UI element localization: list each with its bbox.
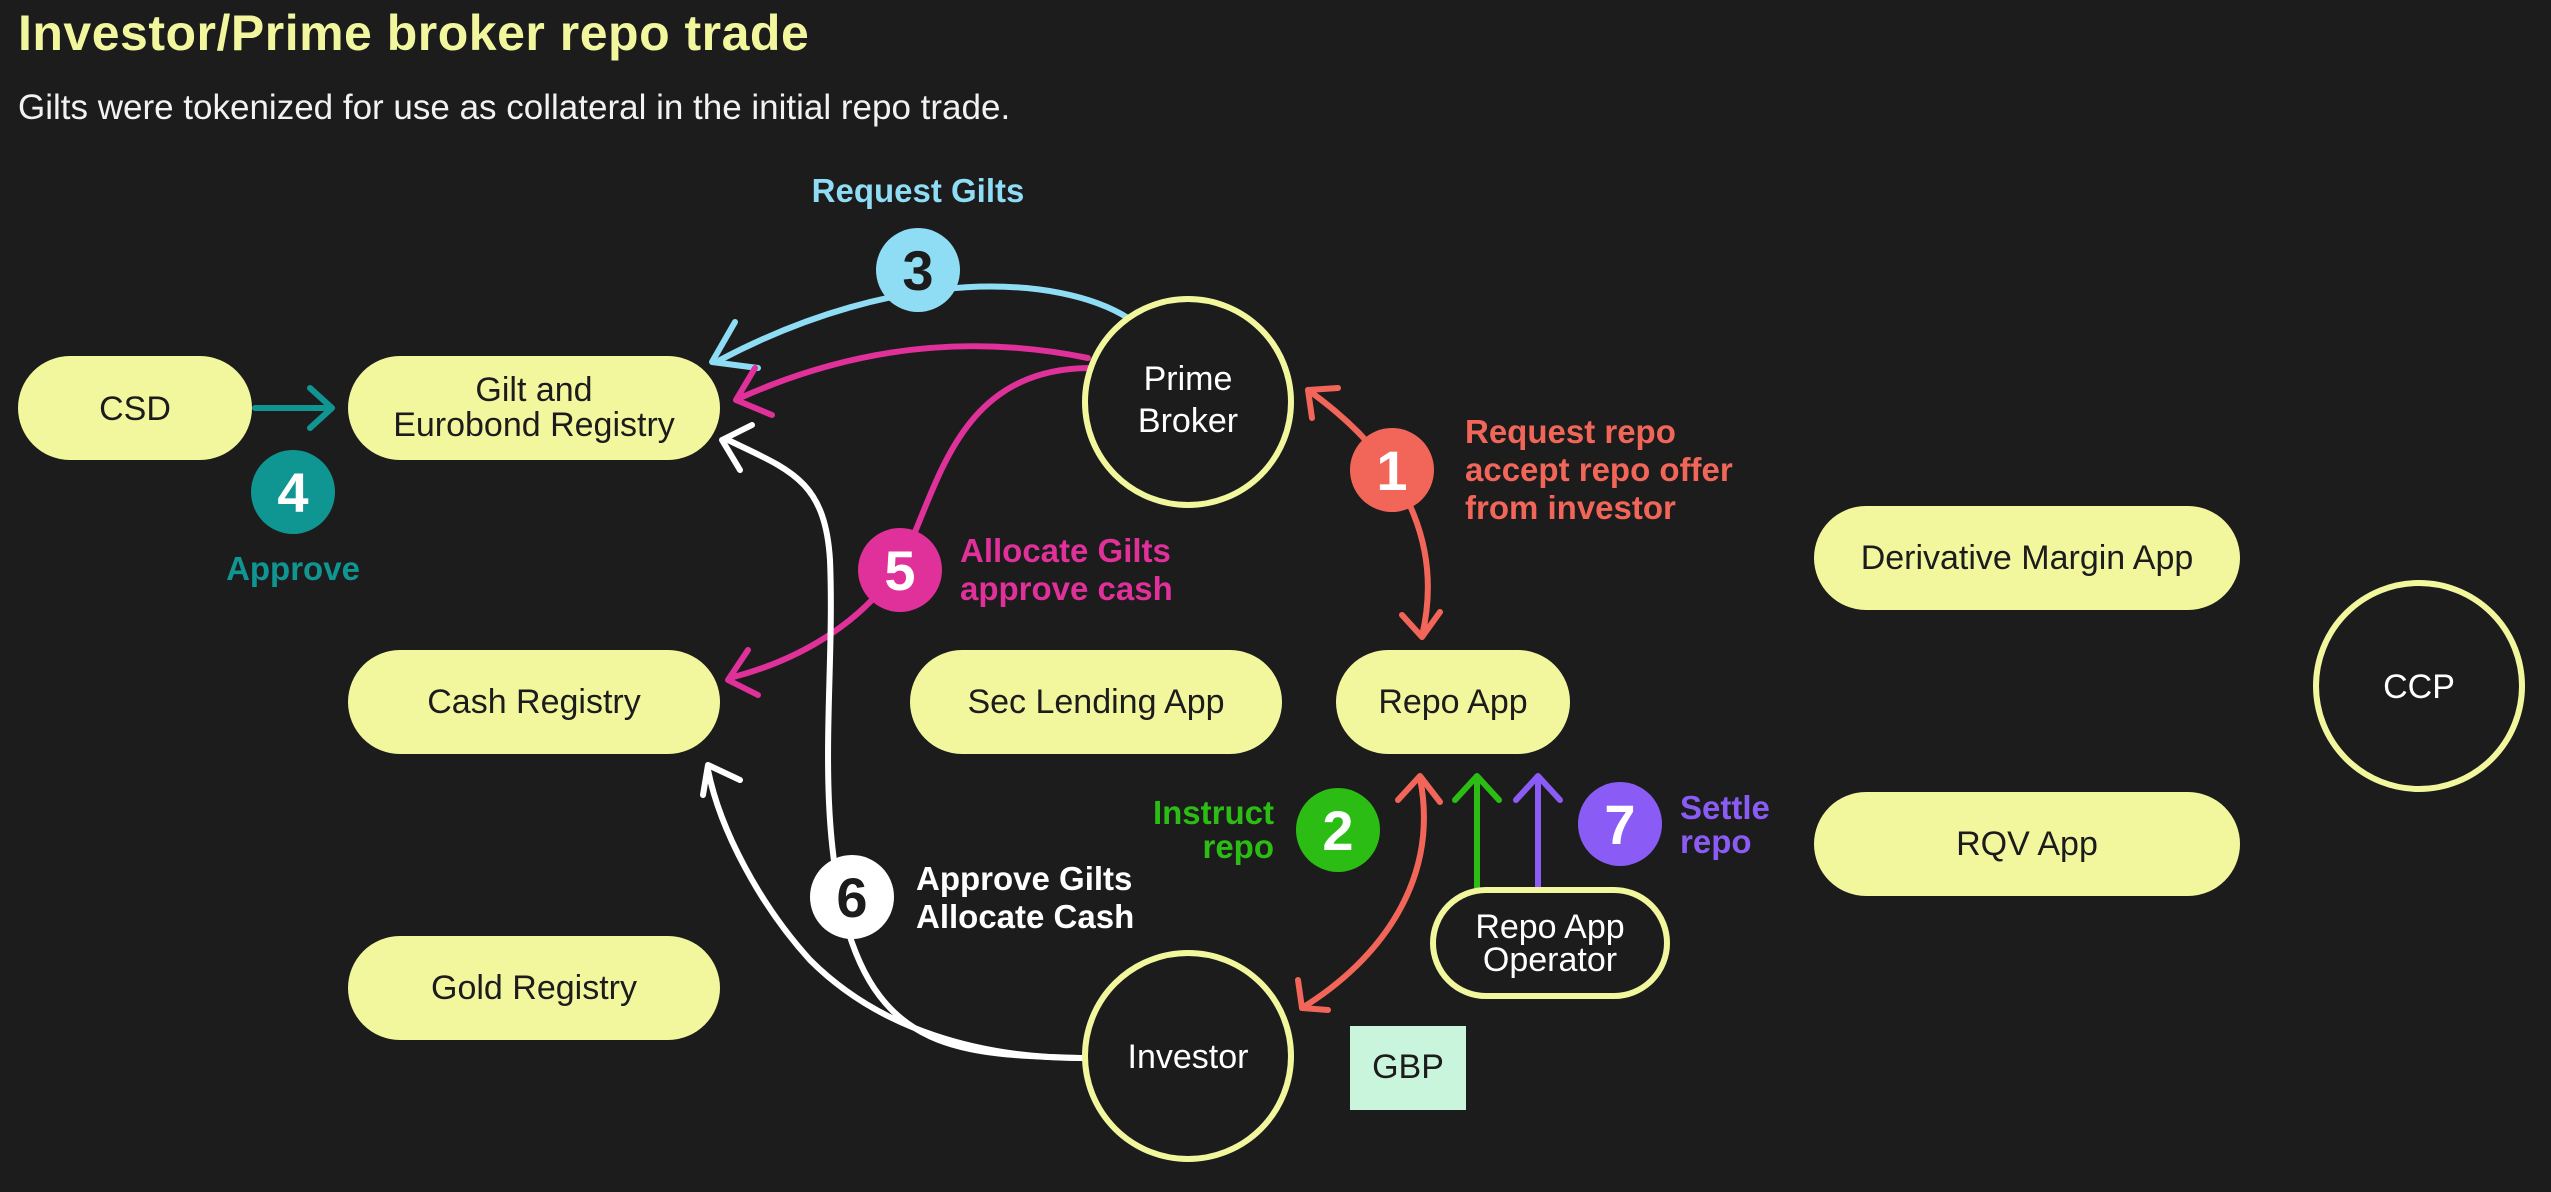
svg-text:Gold Registry: Gold Registry xyxy=(431,969,637,1007)
node-cash-registry[interactable]: Cash Registry xyxy=(348,650,720,754)
node-ccp[interactable]: CCP xyxy=(2313,580,2525,792)
step-7-badge: 7 xyxy=(1578,782,1662,866)
svg-text:Request repo: Request repo xyxy=(1465,413,1676,450)
arrowhead-approve-gilts xyxy=(719,422,755,473)
svg-text:4: 4 xyxy=(277,461,308,524)
step-2-badge: 2 xyxy=(1296,788,1380,872)
arrowhead-investor-repo-top xyxy=(1395,773,1443,805)
svg-text:1: 1 xyxy=(1376,439,1407,502)
step-1-label: Request repo accept repo offer from inve… xyxy=(1465,413,1733,526)
svg-text:Prime: Prime xyxy=(1144,360,1233,398)
svg-text:Eurobond Registry: Eurobond Registry xyxy=(393,406,675,444)
svg-text:Repo App: Repo App xyxy=(1378,683,1527,721)
svg-text:repo: repo xyxy=(1202,828,1274,865)
arrow-allocate-cash xyxy=(705,767,1085,1061)
step-3-label: Request Gilts xyxy=(812,172,1025,209)
svg-text:CCP: CCP xyxy=(2383,668,2455,706)
arrowhead-instruct-repo xyxy=(1452,773,1502,803)
svg-text:Derivative Margin App: Derivative Margin App xyxy=(1861,539,2194,577)
svg-text:Allocate Gilts: Allocate Gilts xyxy=(960,532,1171,569)
svg-text:Approve Gilts: Approve Gilts xyxy=(916,860,1132,897)
step-1-badge: 1 xyxy=(1350,428,1434,512)
arrow-approve-cash xyxy=(727,365,1091,681)
svg-text:Sec Lending App: Sec Lending App xyxy=(967,683,1224,721)
step-2-label: Instruct repo xyxy=(1153,794,1274,865)
svg-text:5: 5 xyxy=(884,539,915,602)
arrowhead-settle-repo xyxy=(1513,773,1563,803)
node-repo-app-operator[interactable]: Repo App Operator xyxy=(1430,887,1670,999)
node-repo-app[interactable]: Repo App xyxy=(1336,650,1570,754)
arrow-request-repo xyxy=(1305,387,1431,639)
step-5-label: Allocate Gilts approve cash xyxy=(960,532,1173,607)
arrowhead-approve-cash xyxy=(725,647,761,698)
node-gold-registry[interactable]: Gold Registry xyxy=(348,936,720,1040)
node-sec-lending-app[interactable]: Sec Lending App xyxy=(910,650,1282,754)
svg-text:from investor: from investor xyxy=(1465,489,1676,526)
node-prime-broker[interactable]: Prime Broker xyxy=(1082,296,1294,508)
step-6-badge: 6 xyxy=(810,855,894,939)
svg-text:Request Gilts: Request Gilts xyxy=(812,172,1025,209)
node-derivative-margin-app[interactable]: Derivative Margin App xyxy=(1814,506,2240,610)
arrowhead-allocate-cash xyxy=(700,762,743,798)
svg-text:Approve: Approve xyxy=(226,550,360,587)
svg-text:Cash Registry: Cash Registry xyxy=(427,683,641,721)
step-6-label: Approve Gilts Allocate Cash xyxy=(916,860,1134,935)
svg-text:Allocate Cash: Allocate Cash xyxy=(916,898,1134,935)
step-4-label: Approve xyxy=(226,550,360,587)
svg-text:repo: repo xyxy=(1680,823,1752,860)
arrowhead-allocate-gilts xyxy=(733,365,775,418)
svg-text:6: 6 xyxy=(836,866,867,929)
step-7-label: Settle repo xyxy=(1680,789,1770,860)
arrow-request-gilts xyxy=(717,283,1131,363)
svg-text:Investor: Investor xyxy=(1128,1038,1249,1076)
svg-text:Repo App: Repo App xyxy=(1475,908,1624,946)
step-3-badge: 3 xyxy=(876,228,960,312)
arrow-investor-repo xyxy=(1299,775,1427,1011)
arrowhead-investor-repo-bottom xyxy=(1295,977,1331,1013)
arrowhead-request-gilts xyxy=(709,319,761,371)
svg-text:Settle: Settle xyxy=(1680,789,1770,826)
node-csd[interactable]: CSD xyxy=(18,356,252,460)
svg-text:accept repo offer: accept repo offer xyxy=(1465,451,1733,488)
svg-text:3: 3 xyxy=(902,239,933,302)
arrowhead-request-repo-bottom xyxy=(1399,609,1443,640)
svg-text:Instruct: Instruct xyxy=(1153,794,1274,831)
page-subtitle: Gilts were tokenized for use as collater… xyxy=(18,88,1011,127)
svg-text:Broker: Broker xyxy=(1138,402,1238,440)
svg-text:Gilt and: Gilt and xyxy=(475,371,592,409)
svg-text:GBP: GBP xyxy=(1372,1048,1444,1086)
step-4-badge: 4 xyxy=(251,450,335,534)
node-investor[interactable]: Investor xyxy=(1082,950,1294,1162)
arrowhead-approve xyxy=(307,385,335,431)
arrowhead-request-repo-top xyxy=(1305,385,1341,421)
svg-text:CSD: CSD xyxy=(99,390,171,428)
arrow-allocate-gilts xyxy=(737,343,1091,401)
node-rqv-app[interactable]: RQV App xyxy=(1814,792,2240,896)
svg-text:7: 7 xyxy=(1604,793,1635,856)
svg-text:RQV App: RQV App xyxy=(1956,825,2098,863)
svg-text:2: 2 xyxy=(1322,799,1353,862)
step-5-badge: 5 xyxy=(858,528,942,612)
node-gbp[interactable]: GBP xyxy=(1350,1026,1466,1110)
svg-text:Operator: Operator xyxy=(1483,941,1617,979)
node-gilt-registry[interactable]: Gilt and Eurobond Registry xyxy=(348,356,720,460)
page-title: Investor/Prime broker repo trade xyxy=(18,5,810,61)
svg-text:approve cash: approve cash xyxy=(960,570,1173,607)
